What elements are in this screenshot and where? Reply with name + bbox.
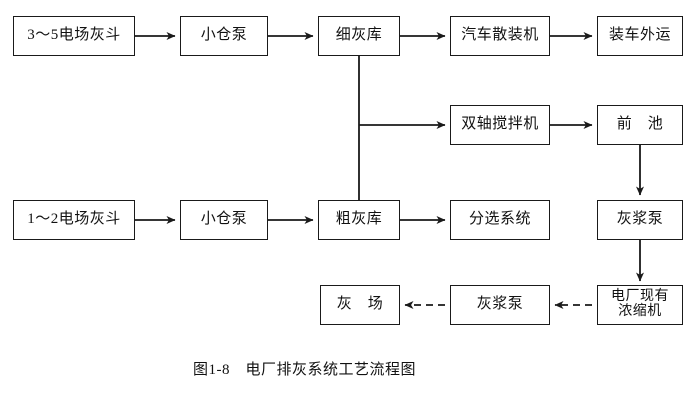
node-pump_top: 小仓泵: [180, 16, 268, 56]
node-coarse_silo: 粗灰库: [318, 200, 400, 240]
node-label-line2: 浓缩机: [618, 304, 662, 319]
node-truck_out: 装车外运: [597, 16, 683, 56]
node-ash_yard: 灰 场: [320, 285, 400, 325]
node-truck_loader: 汽车散装机: [450, 16, 550, 56]
node-label-line1: 电厂现有: [611, 289, 669, 305]
node-slurry_pump2: 灰浆泵: [450, 285, 550, 325]
figure-caption: 图1-8 电厂排灰系统工艺流程图: [193, 362, 416, 378]
node-pump_bot: 小仓泵: [180, 200, 268, 240]
node-slurry_pump1: 灰浆泵: [597, 200, 683, 240]
node-esp35: 3～5电场灰斗: [13, 16, 135, 56]
node-fine_silo: 细灰库: [318, 16, 400, 56]
node-esp12: 1～2电场灰斗: [13, 200, 135, 240]
node-thickener: 电厂现有浓缩机: [597, 285, 683, 325]
node-front_pool: 前 池: [597, 105, 683, 145]
node-sorting: 分选系统: [450, 200, 550, 240]
node-mixer: 双轴搅拌机: [450, 105, 550, 145]
